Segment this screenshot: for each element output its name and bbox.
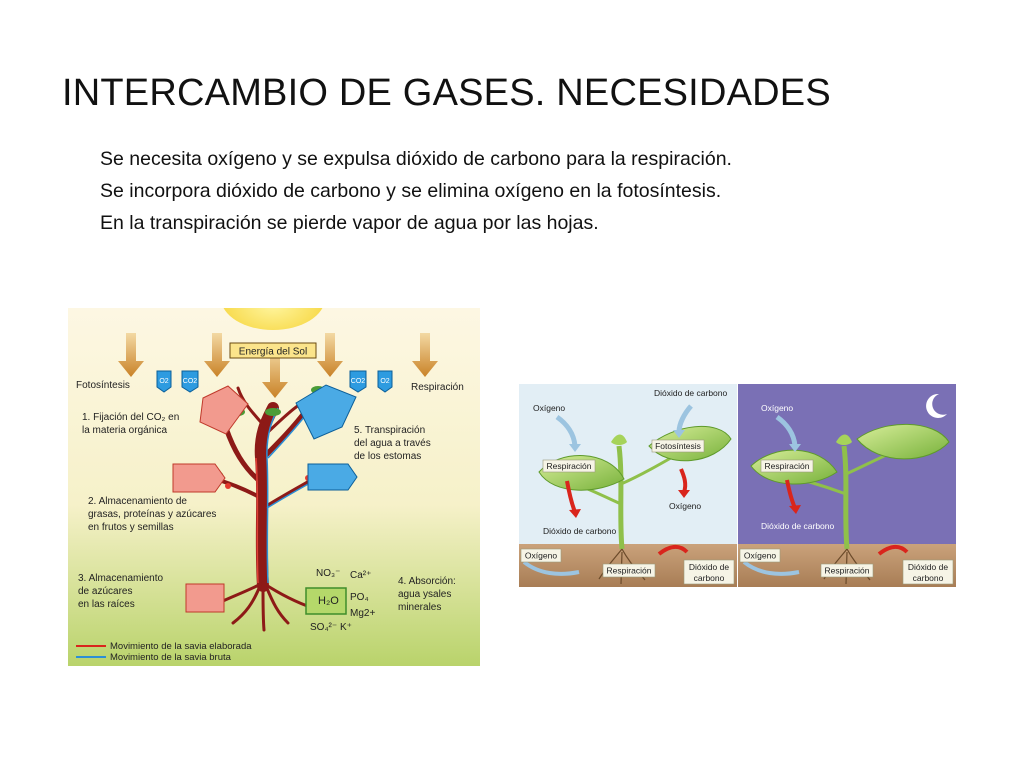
leaf-zoom-panel-photosynthesis [199, 385, 249, 435]
gas-tag-co2-right: CO2 [349, 370, 367, 393]
day-soil-arrow-out [657, 545, 689, 556]
ion-mg: Mg2+ [350, 608, 375, 619]
step-1-text: 1. Fijación del CO₂ en la materia orgáni… [82, 412, 179, 436]
step-2-text: 2. Almacenamiento de grasas, proteínas y… [88, 496, 216, 533]
night-oxygen-top: Oxígeno [761, 403, 793, 413]
svg-text:en las raíces: en las raíces [78, 599, 135, 610]
day-soil-oxygen: Oxígeno [525, 551, 557, 561]
svg-text:grasas, proteínas y azúcares: grasas, proteínas y azúcares [88, 509, 216, 520]
night-soil-arrow-in [742, 560, 800, 576]
day-arrow-oxygen-out [679, 468, 688, 493]
day-leaf-photosynthesis: Fotosíntesis [655, 441, 701, 451]
svg-text:de azúcares: de azúcares [78, 586, 132, 597]
day-oxygen-mid: Oxígeno [669, 501, 701, 511]
night-soil-oxygen: Oxígeno [744, 551, 776, 561]
ion-no3: NO₃⁻ [316, 568, 340, 579]
gas-tag-co2-left: CO2 [181, 370, 199, 393]
svg-text:2. Almacenamiento de: 2. Almacenamiento de [88, 496, 187, 507]
svg-text:la materia orgánica: la materia orgánica [82, 425, 167, 436]
night-soil-co2-line1: Dióxido de [908, 562, 948, 572]
ion-k: K⁺ [340, 622, 352, 633]
ion-po4: PO₄ [350, 592, 369, 603]
svg-text:del agua a través: del agua a través [354, 438, 431, 449]
sun [223, 308, 323, 330]
day-soil-arrow-in [522, 560, 580, 576]
svg-text:CO2: CO2 [351, 378, 366, 385]
day-soil-respiration: Respiración [607, 566, 652, 576]
ion-ca: Ca²⁺ [350, 570, 371, 581]
tree-gas-exchange-diagram: Energía del Sol Fotosíntesis Respiración… [68, 308, 480, 666]
bullet-respiration: Se necesita oxígeno y se expulsa dióxido… [100, 148, 732, 170]
bullet-list: Se necesita oxígeno y se expulsa dióxido… [100, 143, 732, 239]
svg-text:CO2: CO2 [183, 378, 198, 385]
svg-text:4. Absorción:: 4. Absorción: [398, 576, 456, 587]
step-4-text: 4. Absorción: agua ysales minerales [398, 576, 456, 613]
fruit-zoom-panel [172, 463, 226, 493]
night-co2-mid: Dióxido de carbono [761, 521, 835, 531]
svg-text:1. Fijación del CO₂ en: 1. Fijación del CO₂ en [82, 412, 179, 423]
legend-raw-sap: Movimiento de la savia bruta [110, 652, 232, 663]
night-soil-respiration: Respiración [825, 566, 870, 576]
day-co2-mid: Dióxido de carbono [543, 526, 617, 536]
day-arrow-oxygen-in [555, 414, 578, 447]
day-soil-co2-line1: Dióxido de [689, 562, 729, 572]
night-soil-arrow-out [877, 545, 909, 556]
sun-energy-label: Energía del Sol [239, 347, 307, 358]
step-3-text: 3. Almacenamiento de azúcares en las raí… [78, 573, 163, 610]
photosynthesis-label: Fotosíntesis [76, 380, 130, 391]
svg-text:O2: O2 [159, 378, 168, 385]
svg-text:en frutos y semillas: en frutos y semillas [88, 522, 174, 533]
slide-title: INTERCAMBIO DE GASES. NECESIDADES [62, 72, 831, 114]
root-zoom-panel [185, 583, 225, 613]
svg-text:de los estomas: de los estomas [354, 451, 421, 462]
legend-elaborated-sap: Movimiento de la savia elaborada [110, 641, 252, 652]
sap-legend: Movimiento de la savia elaborada Movimie… [76, 641, 252, 663]
stomata-zoom-panel [295, 384, 357, 440]
svg-text:O2: O2 [380, 378, 389, 385]
sunlight-arrows [118, 333, 438, 398]
day-arrow-co2-out [565, 480, 577, 513]
ion-so4: SO₄²⁻ [310, 622, 337, 633]
night-arrow-oxygen-in [775, 414, 798, 447]
ion-h2o: H₂O [318, 595, 339, 607]
plant-day-night-diagram: Oxígeno Dióxido de carbono Dióxido de ca… [519, 384, 956, 587]
gas-tag-o2-right: O2 [377, 370, 393, 393]
svg-text:5. Transpiración: 5. Transpiración [354, 425, 425, 436]
moon-icon [926, 393, 947, 418]
mineral-ions: NO₃⁻ Ca²⁺ H₂O PO₄ Mg2+ SO₄²⁻ K⁺ [310, 568, 375, 633]
step-5-text: 5. Transpiración del agua a través de lo… [354, 425, 431, 462]
bullet-transpiration: En la transpiración se pierde vapor de a… [100, 212, 599, 234]
leaf-zoom-panel-respiration [307, 463, 358, 491]
svg-text:3. Almacenamiento: 3. Almacenamiento [78, 573, 163, 584]
day-leaf-respiration: Respiración [547, 461, 592, 471]
day-co2-top: Dióxido de carbono [654, 388, 728, 398]
night-soil-co2-line2: carbono [913, 573, 944, 583]
bullet-photosynthesis: Se incorpora dióxido de carbono y se eli… [100, 180, 722, 202]
day-oxygen-top: Oxígeno [533, 403, 565, 413]
day-arrow-co2-in [676, 404, 693, 433]
night-leaf-right [856, 423, 950, 460]
svg-text:agua ysales: agua ysales [398, 589, 451, 600]
respiration-label: Respiración [411, 382, 464, 393]
night-leaf-respiration: Respiración [765, 461, 810, 471]
gas-tag-o2-left: O2 [156, 370, 172, 393]
svg-text:minerales: minerales [398, 602, 441, 613]
day-soil-co2-line2: carbono [694, 573, 725, 583]
water-absorption-box [305, 587, 347, 615]
